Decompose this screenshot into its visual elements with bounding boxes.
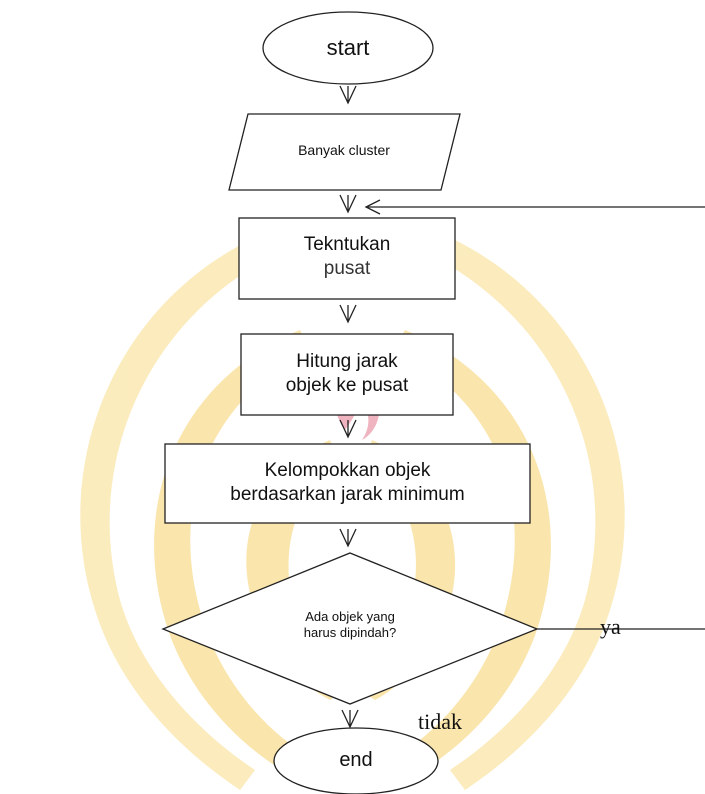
decision-line2: harus dipindah? bbox=[303, 625, 397, 641]
step3-line2: berdasarkan jarak minimum bbox=[230, 483, 465, 505]
arrow-decision-to-end bbox=[341, 709, 359, 729]
start-label: start bbox=[326, 35, 370, 60]
decision-label: Ada objek yang harus dipindah? bbox=[250, 609, 450, 642]
no-label: tidak bbox=[418, 709, 462, 734]
step2-line1: Hitung jarak bbox=[296, 351, 398, 372]
step1-line2: pusat bbox=[323, 257, 371, 279]
end-label: end bbox=[339, 749, 373, 771]
decision-diamond bbox=[161, 552, 539, 705]
process-group-objects bbox=[164, 443, 531, 524]
process-determine-center bbox=[238, 217, 456, 300]
decision-line1: Ada objek yang bbox=[305, 609, 395, 624]
arrow-step2-to-step3 bbox=[339, 419, 357, 439]
yes-label: ya bbox=[600, 614, 621, 639]
loop-back-arrowhead bbox=[364, 199, 381, 215]
arrow-input-to-step1 bbox=[339, 194, 357, 214]
process-compute-distance bbox=[240, 333, 454, 416]
watermark-arch-far-left bbox=[80, 240, 265, 790]
input-parallelogram bbox=[228, 113, 461, 191]
process-compute-distance-label: Hitung jarak objek ke pusat bbox=[241, 350, 453, 398]
watermark-arch-outer-right bbox=[390, 330, 551, 780]
end-terminal bbox=[273, 727, 439, 794]
watermark-arch-outer-left bbox=[154, 330, 315, 780]
start-terminal bbox=[262, 11, 434, 85]
step1-line1: Tekntukan bbox=[303, 234, 391, 255]
input-label: Banyak cluster bbox=[298, 142, 390, 158]
arrow-start-to-input bbox=[339, 85, 357, 105]
arrow-step1-to-step2 bbox=[339, 304, 357, 324]
watermark-arch-far-right bbox=[440, 240, 625, 790]
process-group-objects-label: Kelompokkan objek berdasarkan jarak mini… bbox=[165, 459, 530, 507]
process-determine-center-label: Tekntukan pusat bbox=[239, 233, 455, 281]
step3-line1: Kelompokkan objek bbox=[264, 460, 431, 481]
arrow-step3-to-decision bbox=[339, 528, 357, 548]
step2-line2: objek ke pusat bbox=[285, 374, 409, 396]
